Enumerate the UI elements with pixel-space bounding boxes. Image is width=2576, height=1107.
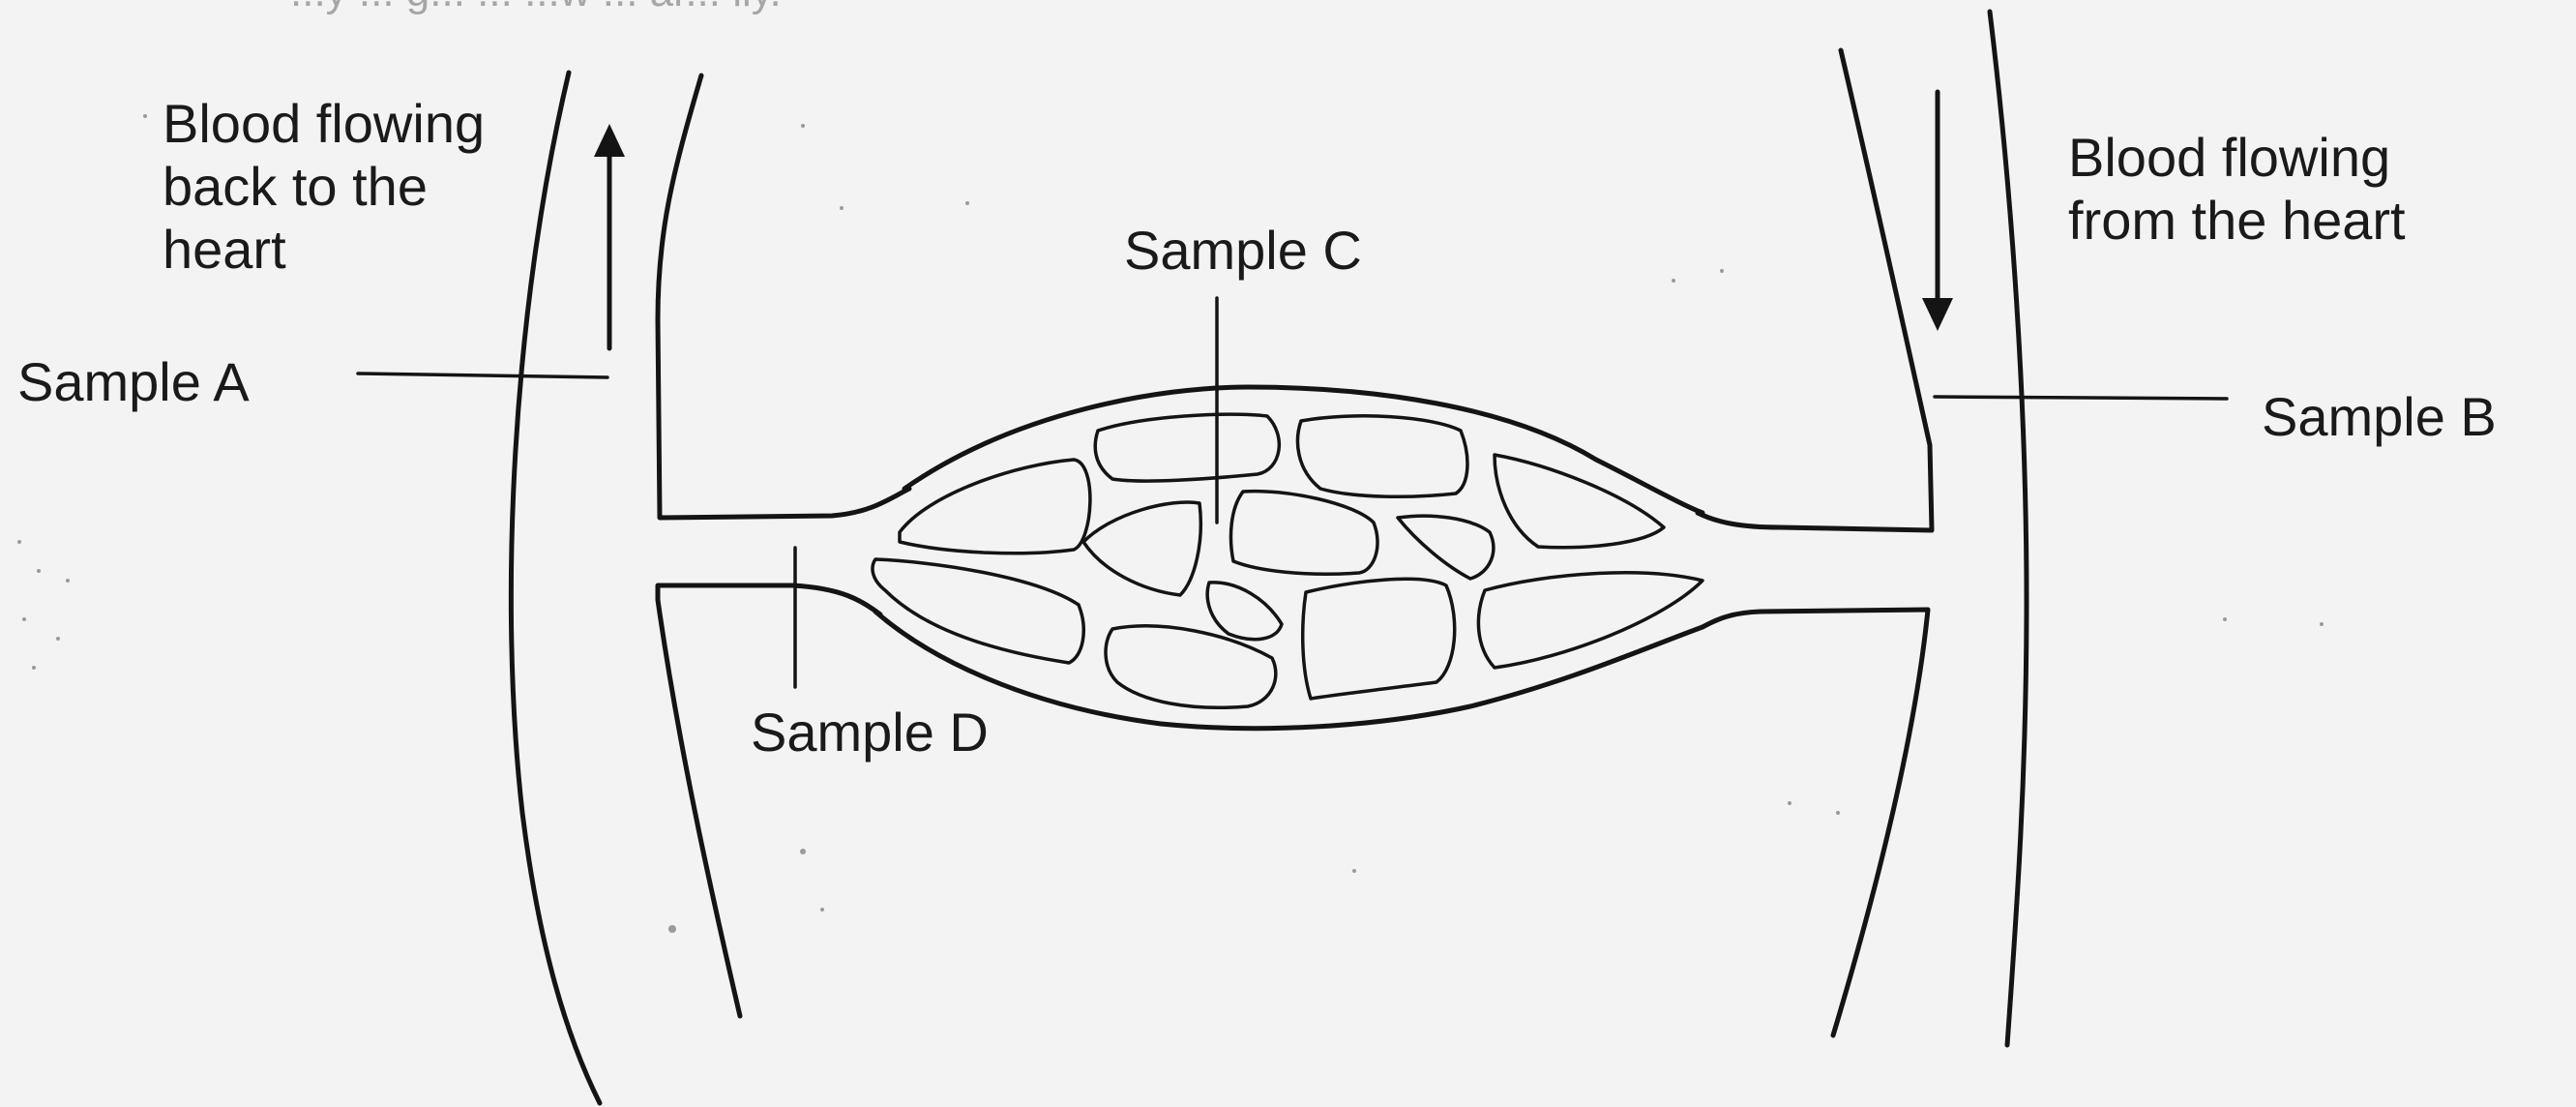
tissue-cell [1298,416,1467,496]
vein-flow-label: Blood flowing back to the heart [163,93,485,280]
sample-a-pointer-line [358,374,607,377]
vein-inner-wall-upper [658,75,909,518]
vein-flow-label-line-3: heart [163,219,286,280]
tissue-cell [1230,492,1377,575]
artery-outer-wall [1990,12,2027,1045]
vein-flow-label-line-2: back to the [163,156,428,217]
sample-d-label: Sample D [751,702,989,763]
tissue-cell [1083,502,1200,595]
capillary-bed-upper-edge [904,387,1703,513]
sample-b-label: Sample B [2262,386,2497,447]
artery-inner-wall-lower [1703,610,1928,1035]
tissue-cell [1495,455,1664,548]
capillary-bed [873,387,1703,729]
tissue-cell [1303,579,1455,699]
vein-vessel [511,73,909,1103]
capillary-bed-lower-edge [875,612,1703,729]
artery-flow-label-line-1: Blood flowing [2068,127,2390,188]
artery-flow-label-line-2: from the heart [2068,190,2406,251]
artery-flow-label: Blood flowing from the heart [2068,127,2406,251]
artery-vessel [1698,12,2027,1045]
down-arrow-icon [1922,92,1953,331]
artery-inner-wall-upper [1698,50,1932,530]
cropped-header-text: ...y ... g... ... ...w ... ar... lly. [290,0,782,15]
tissue-cells [873,414,1703,707]
sample-c-label: Sample C [1124,220,1362,281]
tissue-cell [1478,573,1703,668]
tissue-cell [1095,414,1279,481]
vein-outer-wall [511,73,600,1103]
vein-inner-wall-lower [658,585,880,1016]
sample-a-label: Sample A [17,351,250,412]
tissue-cell [873,559,1083,663]
up-arrow-icon [594,124,625,348]
sample-b-pointer-line [1935,397,2227,399]
tissue-cell [1207,583,1282,640]
tissue-cell [1398,516,1494,579]
vein-flow-label-line-1: Blood flowing [163,93,485,154]
